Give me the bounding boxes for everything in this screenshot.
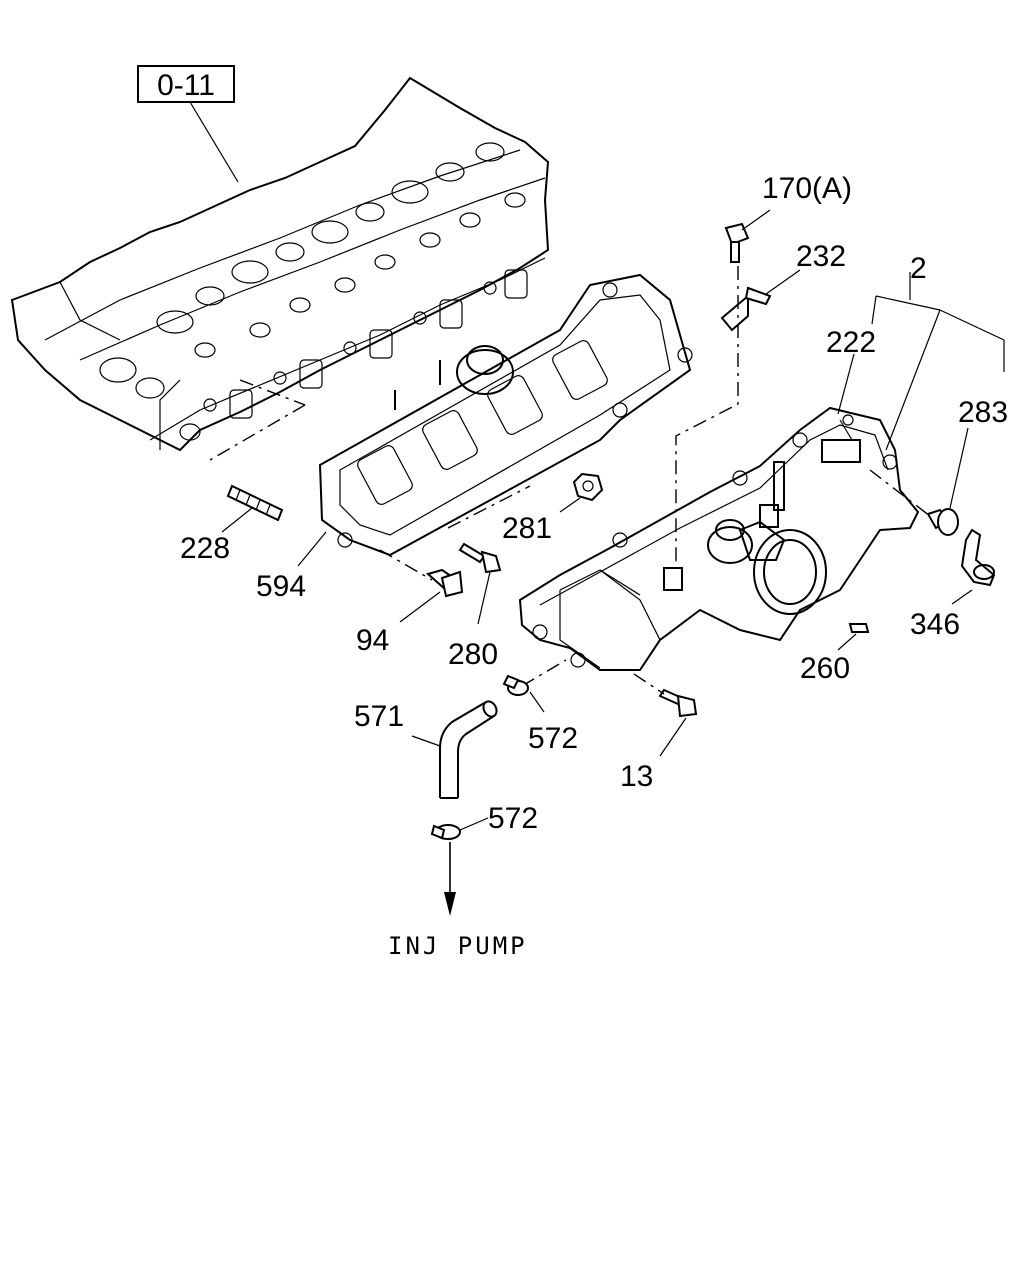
callout-13[interactable]: 13: [620, 760, 653, 793]
callout-346[interactable]: 346: [910, 608, 960, 641]
callout-232[interactable]: 232: [796, 240, 846, 273]
leader-line: [529, 691, 545, 713]
leader-line: [297, 531, 327, 567]
clamp-572-upper[interactable]: [502, 674, 529, 696]
centerline: [521, 659, 567, 687]
gasket-594: [318, 273, 693, 557]
callout-170a[interactable]: 170(A): [762, 172, 852, 205]
reference-box-label: 0-11: [157, 69, 215, 102]
callout-571[interactable]: 571: [354, 700, 404, 733]
leader-line: [399, 591, 441, 623]
leader-line: [477, 571, 491, 625]
leader-line: [837, 353, 855, 415]
destination-label: INJ PUMP: [388, 932, 528, 960]
leader-line: [837, 633, 857, 651]
leader-line: [559, 497, 581, 513]
hose-571[interactable]: [439, 699, 499, 799]
stud-228[interactable]: [226, 484, 284, 522]
callout-572-upper[interactable]: 572: [528, 722, 578, 755]
centerline: [209, 404, 306, 461]
leader-line: [411, 735, 441, 747]
centerline: [239, 379, 306, 406]
callout-280[interactable]: 280: [448, 638, 498, 671]
leader-line: [765, 269, 801, 295]
nut-281[interactable]: [572, 472, 604, 502]
pin-260[interactable]: [848, 623, 870, 633]
bolt-280[interactable]: [458, 542, 502, 574]
bracket-232[interactable]: [720, 286, 772, 332]
callout-283[interactable]: 283: [958, 396, 1008, 429]
leader-line: [949, 427, 969, 509]
intake-manifold: [518, 406, 920, 671]
callout-94[interactable]: 94: [356, 624, 389, 657]
callout-2[interactable]: 2: [910, 252, 927, 285]
callout-222[interactable]: 222: [826, 326, 876, 359]
leader-line: [221, 507, 253, 533]
centerline: [675, 266, 739, 568]
leader-line: [659, 717, 687, 757]
bolt-170a[interactable]: [724, 222, 750, 263]
flow-arrow: [444, 842, 456, 916]
plug-283[interactable]: [926, 508, 959, 536]
leader-line: [951, 589, 973, 605]
leader-line: [189, 101, 239, 183]
leader-line: [741, 209, 771, 231]
callout-260[interactable]: 260: [800, 652, 850, 685]
clip-346[interactable]: [960, 528, 996, 587]
centerline: [869, 469, 931, 517]
clamp-572-lower[interactable]: [430, 824, 461, 840]
cylinder-head: [10, 76, 550, 452]
bolt-13[interactable]: [658, 688, 698, 718]
reference-box[interactable]: 0-11: [137, 65, 235, 103]
callout-228[interactable]: 228: [180, 532, 230, 565]
bolt-94[interactable]: [425, 568, 464, 598]
centerline: [379, 549, 433, 581]
callout-594[interactable]: 594: [256, 570, 306, 603]
leader-line: [459, 817, 489, 831]
centerline: [633, 673, 665, 695]
assembly-bracket: [871, 272, 1005, 451]
callout-572-lower[interactable]: 572: [488, 802, 538, 835]
callout-281[interactable]: 281: [502, 512, 552, 545]
